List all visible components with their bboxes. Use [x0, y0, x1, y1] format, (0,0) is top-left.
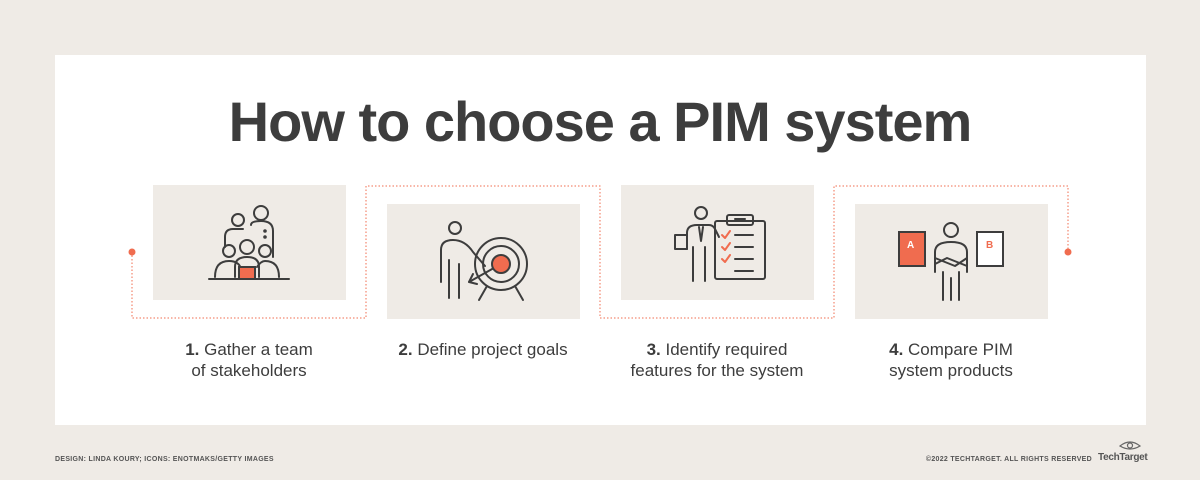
step-4-number: 4.: [889, 340, 904, 359]
page-title: How to choose a PIM system: [228, 90, 973, 153]
compare-icon: A B: [898, 222, 1004, 301]
step-4-text-line1: Compare PIM: [903, 340, 1013, 359]
step-1-label: 1. Gather a team of stakeholders: [129, 339, 369, 381]
step-2-label: 2. Define project goals: [363, 339, 603, 360]
step-4-label: 4. Compare PIM system products: [831, 339, 1071, 381]
logo-wordmark: TechTarget: [1098, 452, 1148, 463]
step-3-text-line1: Identify required: [660, 340, 788, 359]
target-icon: [440, 221, 528, 301]
step-1-icon-panel: [153, 185, 346, 300]
step-1-text-line2: of stakeholders: [191, 361, 307, 380]
step-3-label: 3. Identify required features for the sy…: [597, 339, 837, 381]
step-2-text-line1: Define project goals: [412, 340, 568, 359]
design-credit: DESIGN: LINDA KOURY; ICONS: ENOTMAKS/GET…: [55, 456, 274, 463]
techtarget-logo: TechTarget: [1098, 438, 1148, 468]
step-3-icon-panel: [621, 185, 814, 300]
step-4-text-line2: system products: [889, 361, 1013, 380]
step-1-text-line1: Gather a team: [199, 340, 313, 359]
step-1-number: 1.: [185, 340, 200, 359]
eye-logo-icon: [1118, 441, 1142, 450]
step-2-number: 2.: [398, 340, 413, 359]
checklist-icon: [674, 206, 766, 282]
option-b-label: B: [986, 240, 993, 251]
step-2-icon-panel: [387, 204, 580, 319]
option-a-label: A: [907, 240, 914, 251]
step-3-text-line2: features for the system: [630, 361, 804, 380]
team-icon: [208, 205, 290, 280]
step-4-icon-panel: A B: [855, 204, 1048, 319]
copyright-notice: ©2022 TECHTARGET. ALL RIGHTS RESERVED: [925, 456, 1092, 463]
step-3-number: 3.: [646, 340, 661, 359]
